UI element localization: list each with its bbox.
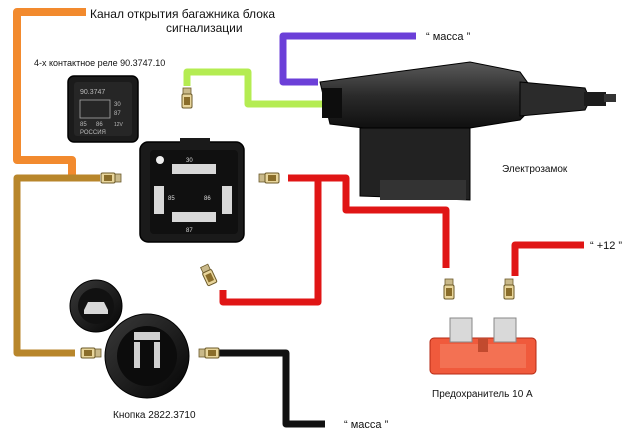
button-label: Кнопка 2822.3710 [113, 410, 196, 421]
socket-pin: 30 [186, 158, 193, 164]
alarm-channel-label: сигнализации [166, 21, 243, 35]
wire-orange-alarm [13, 8, 86, 178]
relay-label: 4-х контактное реле 90.3747.10 [34, 58, 165, 68]
socket-pin: 87 [186, 228, 193, 234]
terminal-connector [80, 347, 102, 359]
wire-brown [13, 174, 75, 357]
trunk-button [69, 279, 190, 399]
wire-green [183, 68, 325, 108]
wire-red-relay-out [219, 178, 322, 306]
wire-black-mass [218, 349, 325, 428]
relay-print-voltage: 12V [114, 122, 124, 128]
alarm-channel-label: Канал открытия багажника блока [90, 7, 275, 21]
lock-label: Электрозамок [502, 164, 568, 175]
electric-lock [319, 61, 616, 201]
relay-print-pin: 87 [114, 111, 121, 117]
terminal-connector [198, 347, 220, 359]
mass-top-label: “ масса ” [426, 31, 471, 43]
socket-pin: 85 [168, 196, 175, 202]
mass-bottom-label: “ масса ” [344, 419, 389, 431]
terminal-connector [199, 263, 218, 287]
terminal-connector [181, 87, 193, 109]
wire-purple-mass [279, 32, 416, 86]
relay-print-maker: РОССИЯ [80, 130, 106, 136]
relay-socket: 30 87 85 86 [139, 138, 245, 243]
fuse-label: Предохранитель 10 А [432, 389, 533, 400]
wire-red-plus12 [511, 241, 584, 276]
relay-print-pin: 86 [96, 122, 103, 128]
terminal-connector [503, 278, 515, 300]
terminal-connector [443, 278, 455, 300]
relay-print-code: 90.3747 [80, 89, 105, 96]
relay-print-pin: 85 [80, 122, 87, 128]
car-icon [84, 302, 108, 314]
relay-top-view: 90.3747 30 87 85 86 12V РОССИЯ [67, 75, 139, 143]
terminal-connector [258, 172, 280, 184]
wire-red-relay-fuse [288, 174, 450, 268]
plus12-label: “ +12 ” [590, 240, 622, 252]
socket-pin: 86 [204, 196, 211, 202]
relay-print-pin: 30 [114, 102, 121, 108]
fuse-10a [429, 317, 537, 375]
terminal-connector [100, 172, 122, 184]
